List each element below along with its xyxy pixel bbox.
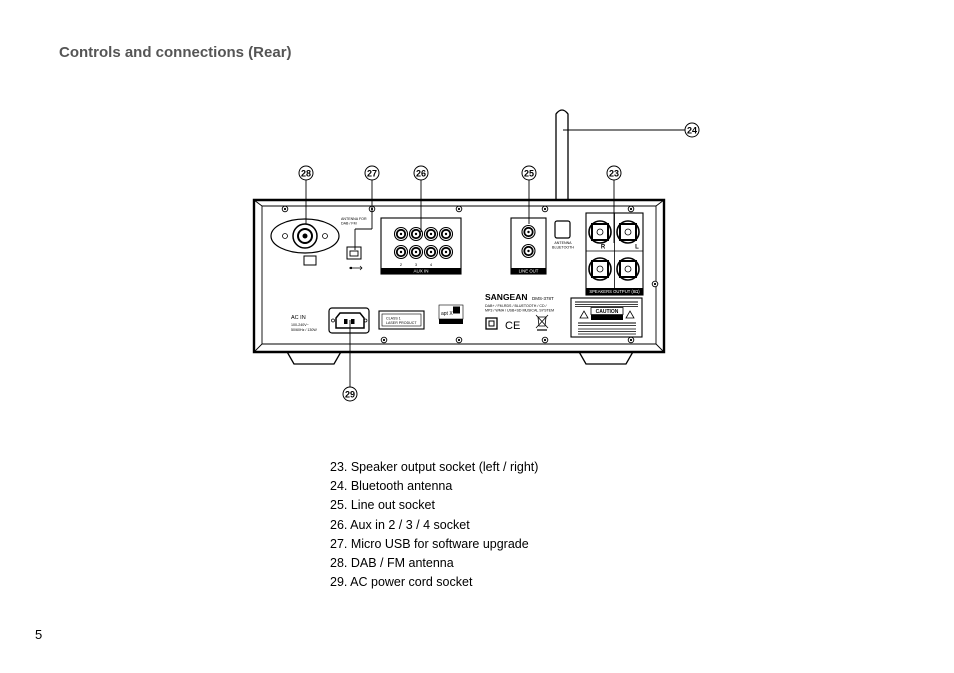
caution-text: CAUTION <box>596 309 619 315</box>
aux-number-2: 2 <box>400 262 403 267</box>
aux-in-label: AUX IN <box>413 269 428 274</box>
component-legend: 23. Speaker output socket (left / right)… <box>330 458 538 592</box>
legend-item-25: 25. Line out socket <box>330 498 435 513</box>
callout-24: 24 <box>684 122 700 138</box>
micro-usb-socket <box>346 246 363 271</box>
svg-text:25: 25 <box>524 169 534 179</box>
description-1: DAB+ / FM-RDS / BLUETOOTH / CD / <box>485 304 547 308</box>
compliance-marks: CE <box>485 314 549 332</box>
rca-jack <box>408 226 424 242</box>
screw-icon <box>627 205 635 213</box>
legend-item-28: 28. DAB / FM antenna <box>330 556 454 571</box>
legend-item-29: 29. AC power cord socket <box>330 575 473 590</box>
screw-icon <box>541 205 549 213</box>
speaker-terminal <box>588 220 612 244</box>
svg-text:23: 23 <box>609 169 619 179</box>
aptx-label: apt X <box>441 311 453 317</box>
svg-text:28: 28 <box>301 169 311 179</box>
page-heading: Controls and connections (Rear) <box>59 44 292 61</box>
svg-text:27: 27 <box>367 169 377 179</box>
rca-jack <box>438 244 454 260</box>
aptx-logo: apt X <box>438 304 464 324</box>
antenna-dab-label-2: DAB / FM <box>341 222 357 226</box>
rca-jack <box>423 244 439 260</box>
screw-icon <box>627 336 635 344</box>
line-out-label: LINE OUT <box>519 269 539 274</box>
brand-name: SANGEAN <box>485 292 528 302</box>
aux-in-sockets: AUX IN 2 3 4 <box>380 217 462 275</box>
speaker-terminal <box>616 220 640 244</box>
rca-jack <box>393 244 409 260</box>
legend-item-26: 26. Aux in 2 / 3 / 4 socket <box>330 517 470 532</box>
screw-icon <box>455 336 463 344</box>
callout-markers: 28 27 26 25 23 24 29 <box>298 122 700 402</box>
speaker-l-label: L <box>635 245 639 251</box>
model-number: DMS-378T <box>532 296 554 301</box>
speaker-terminal <box>616 257 640 281</box>
svg-text:24: 24 <box>687 126 697 136</box>
ce-mark: CE <box>505 320 520 332</box>
screw-icon <box>281 205 289 213</box>
bt-antenna-label-2: BLUETOOTH <box>552 246 574 250</box>
line-out-sockets: LINE OUT <box>510 217 547 275</box>
svg-text:26: 26 <box>416 169 426 179</box>
ac-in-label: AC IN <box>291 315 306 321</box>
callout-26: 26 <box>413 165 429 181</box>
rca-jack <box>521 243 536 259</box>
svg-text:29: 29 <box>345 390 355 400</box>
unit-feet <box>285 349 635 365</box>
description-2: MP3 / WMA / USB+SD MUSICAL SYSTEM <box>485 309 554 313</box>
legend-item-23: 23. Speaker output socket (left / right) <box>330 460 539 474</box>
model-information: SANGEAN DMS-378T DAB+ / FM-RDS / BLUETOO… <box>485 292 554 313</box>
rca-jack <box>521 224 536 240</box>
aux-number-4: 4 <box>430 262 433 267</box>
weee-bin-icon <box>535 314 549 331</box>
callout-23: 23 <box>606 165 622 181</box>
callout-leader-lines <box>305 129 685 387</box>
aux-number-3: 3 <box>415 262 418 267</box>
rca-jack <box>408 244 424 260</box>
callout-29: 29 <box>342 386 358 402</box>
laser-class-label: CLASS 1 LASER PRODUCT <box>378 310 425 330</box>
antenna-dab-label-1: ANTENNA FOR <box>341 217 367 221</box>
screw-icon <box>541 336 549 344</box>
rca-jack <box>438 226 454 242</box>
caution-label: CAUTION <box>570 297 643 338</box>
ac-spec-1: 100-240V~ <box>291 323 309 327</box>
screw-icon <box>651 280 659 288</box>
page-number: 5 <box>35 627 43 642</box>
dab-fm-antenna-socket: ANTENNA FOR DAB / FM <box>270 217 367 266</box>
speaker-output-label: SPEAKERS OUTPUT (8Ω) <box>589 289 640 294</box>
class-label-2: LASER PRODUCT <box>386 321 417 325</box>
speaker-r-label: R <box>601 245 606 251</box>
bluetooth-antenna-base: ANTENNA BLUETOOTH <box>552 220 574 250</box>
legend-item-27: 27. Micro USB for software upgrade <box>330 536 529 551</box>
class-label-1: CLASS 1 <box>386 317 401 321</box>
callout-25: 25 <box>521 165 537 181</box>
screw-icon <box>455 205 463 213</box>
screw-icon <box>380 336 388 344</box>
legend-item-24: 24. Bluetooth antenna <box>330 479 453 494</box>
callout-27: 27 <box>364 165 380 181</box>
speaker-output-terminals: SPEAKERS OUTPUT (8Ω) R L <box>585 212 644 296</box>
rca-jack <box>423 226 439 242</box>
speaker-terminal <box>588 257 612 281</box>
callout-28: 28 <box>298 165 314 181</box>
rca-jack <box>393 226 409 242</box>
ac-spec-2: 50/60Hz / 130W <box>291 328 317 332</box>
bt-antenna-label-1: ANTENNA <box>554 241 572 245</box>
